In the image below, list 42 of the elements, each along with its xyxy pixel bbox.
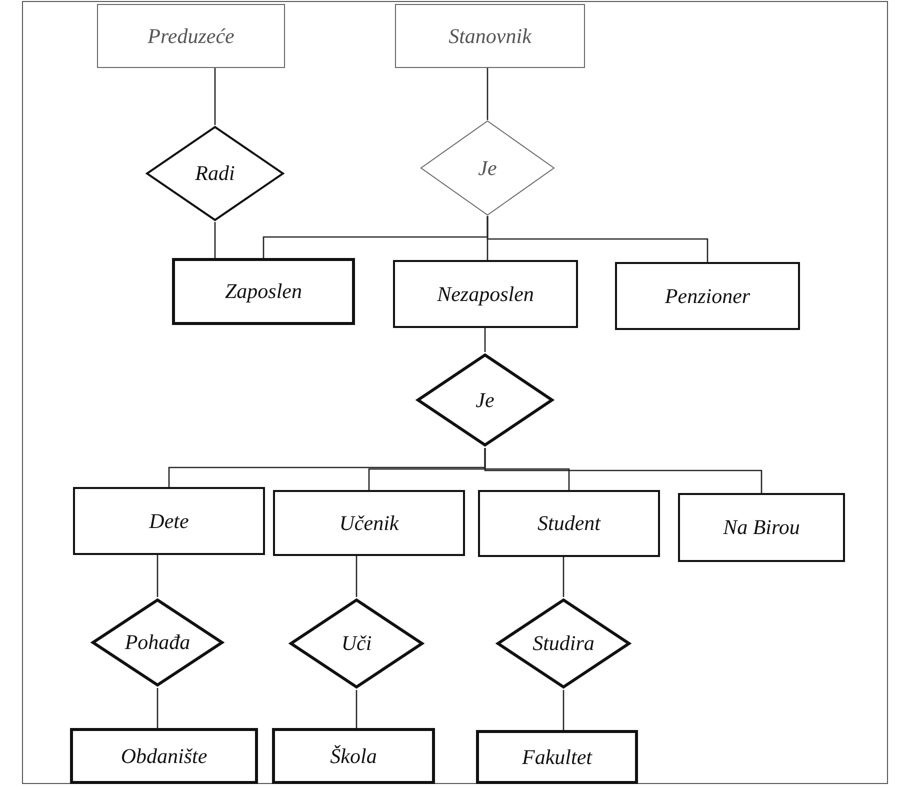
entity-box	[478, 490, 660, 557]
node-label: Je	[478, 156, 497, 180]
entity-box	[393, 260, 578, 328]
node-label: Dete	[149, 508, 189, 534]
node-label: Studira	[532, 631, 594, 656]
entity-box	[395, 4, 585, 68]
node-label: Preduzeće	[148, 24, 234, 48]
connector-line	[356, 690, 358, 728]
connector-line	[562, 557, 564, 597]
entity-box	[73, 487, 265, 555]
node-label: Obdanište	[120, 744, 208, 768]
node-label: Nezaposlen	[437, 282, 534, 306]
entity-box	[273, 490, 465, 556]
connector-line	[356, 556, 358, 597]
node-label: Student	[538, 511, 600, 536]
connector-line	[214, 68, 216, 125]
entity-box	[172, 258, 355, 325]
entity-box	[97, 4, 285, 68]
connector-line	[214, 222, 216, 258]
connector-line	[156, 688, 158, 728]
connector-line	[484, 448, 762, 493]
connector-line	[486, 216, 708, 262]
connector-line	[562, 690, 564, 730]
node-label: Penzioner	[664, 284, 750, 308]
entity-box	[70, 728, 258, 784]
node-label: Učenik	[339, 510, 399, 536]
node-label: Pohađa	[124, 630, 190, 655]
connector-line	[156, 555, 158, 597]
entity-box	[476, 730, 638, 784]
entity-box	[615, 262, 800, 330]
node-label: Radi	[195, 161, 235, 186]
node-label: Fakultet	[522, 744, 592, 770]
node-label: Stanovnik	[448, 24, 532, 48]
node-label: Na Birou	[723, 515, 800, 540]
entity-box	[678, 493, 845, 562]
node-label: Škola	[330, 744, 377, 768]
entity-box	[272, 728, 435, 784]
node-label: Zaposlen	[224, 279, 302, 304]
node-label: Je	[476, 388, 494, 412]
connector-line	[484, 328, 486, 352]
node-label: Uči	[341, 631, 372, 656]
connector-line	[486, 68, 488, 120]
